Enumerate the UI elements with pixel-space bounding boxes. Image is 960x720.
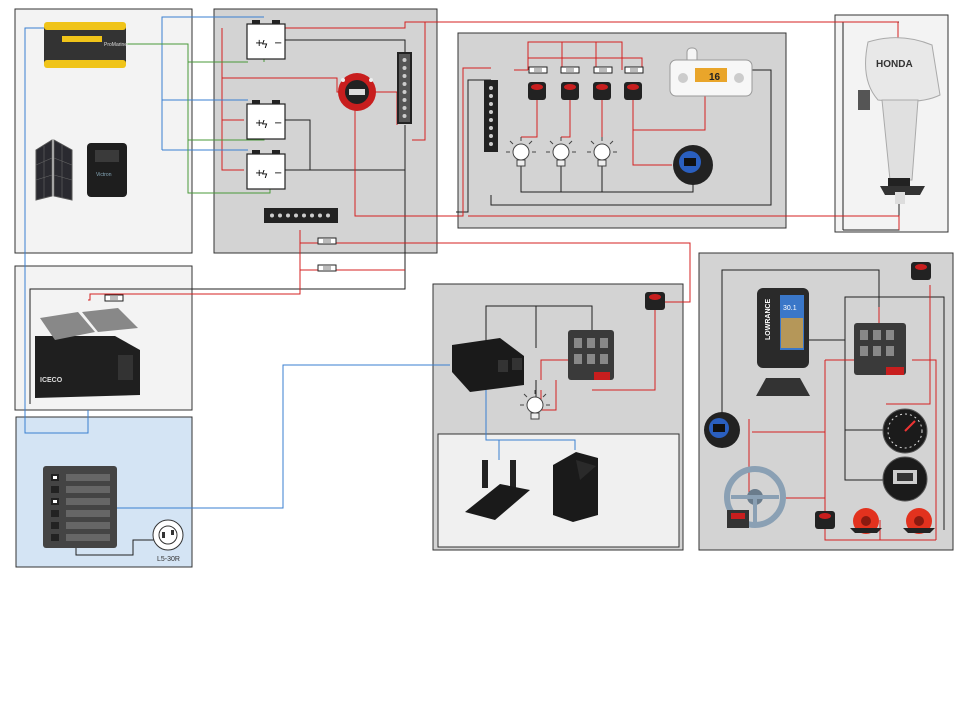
vhf-radio-icon: 16 [669, 47, 753, 97]
battery-icon: +− ϟ [246, 100, 286, 140]
inline-fuse-icon [560, 66, 580, 74]
inline-fuse-icon [104, 294, 124, 302]
switch-icon [645, 292, 665, 310]
charge-controller-icon: Victron [87, 143, 127, 197]
bus-bar-icon [397, 52, 412, 124]
gauge-icon [882, 456, 928, 502]
inline-fuse-icon [624, 66, 644, 74]
fishfinder-icon: LOWRANCE 30.1 [756, 288, 810, 396]
gauge-icon [882, 408, 928, 454]
bulb-icon [520, 390, 550, 420]
breaker-panel-icon [43, 466, 117, 548]
inline-fuse-icon [317, 264, 337, 272]
router-icon [465, 460, 530, 520]
svg-text:−: − [274, 38, 282, 49]
inline-fuse-icon [528, 66, 548, 74]
svg-text:−: − [274, 168, 282, 179]
solar-controller-label: Victron [96, 172, 112, 178]
battery-icon: +− ϟ [246, 20, 286, 60]
shore-inlet-icon: L5-30R [152, 519, 184, 563]
switch-icon [815, 511, 835, 529]
switch-icon [528, 82, 546, 100]
inline-fuse-icon [317, 237, 337, 245]
svg-text:ϟ: ϟ [261, 118, 268, 131]
svg-text:+: + [255, 168, 263, 179]
switch-icon [561, 82, 579, 100]
helm-panel [698, 252, 954, 551]
cooler-icon: ICECO [35, 308, 140, 398]
bus-bar-icon [264, 208, 338, 223]
svg-text:ϟ: ϟ [261, 168, 268, 181]
svg-text:+: + [255, 118, 263, 129]
charger-label: ProMariner [104, 42, 129, 48]
solar-panel-icon [35, 139, 73, 201]
outboard-brand: HONDA [876, 59, 913, 70]
bus-bar-icon [484, 80, 498, 152]
svg-text:−: − [274, 118, 282, 129]
steering-wheel-icon [724, 466, 786, 528]
inverter-icon [452, 338, 524, 392]
svg-text:+: + [255, 38, 263, 49]
fishfinder-screen: 30.1 [783, 305, 797, 312]
streaming-box-icon [553, 452, 598, 522]
bulb-icon [587, 137, 617, 167]
battery-switch-icon [338, 73, 376, 111]
fridge-brand: ICECO [40, 377, 63, 384]
fuse-block-icon [568, 330, 614, 380]
bulb-icon [546, 137, 576, 167]
bulb-icon [506, 137, 536, 167]
battery-charger-icon: ProMariner [44, 22, 129, 68]
horn-icon [903, 508, 935, 534]
fishfinder-brand: LOWRANCE [765, 298, 772, 340]
negative-wires [29, 21, 945, 556]
switch-icon [624, 82, 642, 100]
svg-text:ϟ: ϟ [261, 38, 268, 51]
battery-icon: +− ϟ [246, 150, 286, 190]
inline-fuse-icon [593, 66, 613, 74]
switch-icon [593, 82, 611, 100]
inlet-label: L5-30R [157, 556, 180, 563]
horn-icon [850, 508, 882, 534]
usb-outlet-icon [704, 412, 740, 448]
switch-icon [911, 262, 931, 280]
usb-outlet-icon [673, 145, 713, 185]
outboard-icon: HONDA [858, 37, 941, 204]
vhf-display: 16 [709, 72, 721, 83]
ac-wires [24, 16, 576, 509]
fuse-block-icon [854, 323, 906, 375]
